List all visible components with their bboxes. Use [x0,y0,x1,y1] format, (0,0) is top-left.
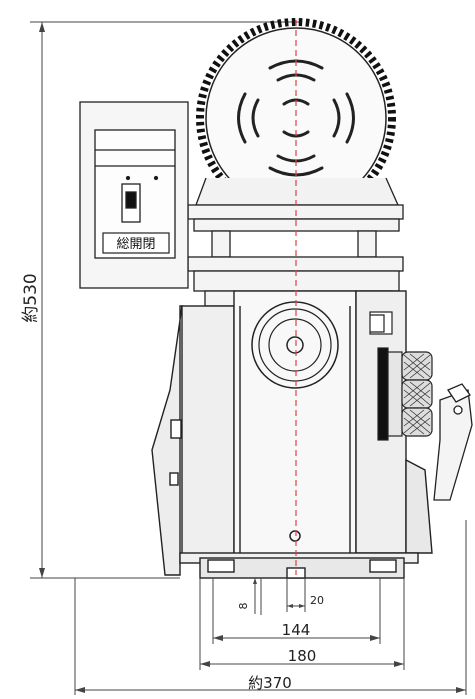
slot-20-label: 20 [310,594,324,607]
slot-8-label: 8 [237,603,250,610]
base-plate [179,552,419,579]
height-dimension [30,21,300,579]
base-144-label: 144 [282,621,311,639]
control-panel-switch-label-box [102,232,170,254]
control-panel [79,101,189,289]
width-dimension-label: 約370 [248,674,292,692]
motor-drum [195,18,400,218]
inlet-flange [251,301,339,542]
bottom-dimensions [74,520,467,695]
exhaust-port [433,383,473,501]
motor-gear-teeth [196,18,396,218]
control-panel-switch-label: 総開閉 [116,237,155,252]
base-180-label: 180 [288,647,317,665]
adjustment-knob-assembly [369,311,433,441]
height-dimension-label: 約530 [21,273,41,322]
